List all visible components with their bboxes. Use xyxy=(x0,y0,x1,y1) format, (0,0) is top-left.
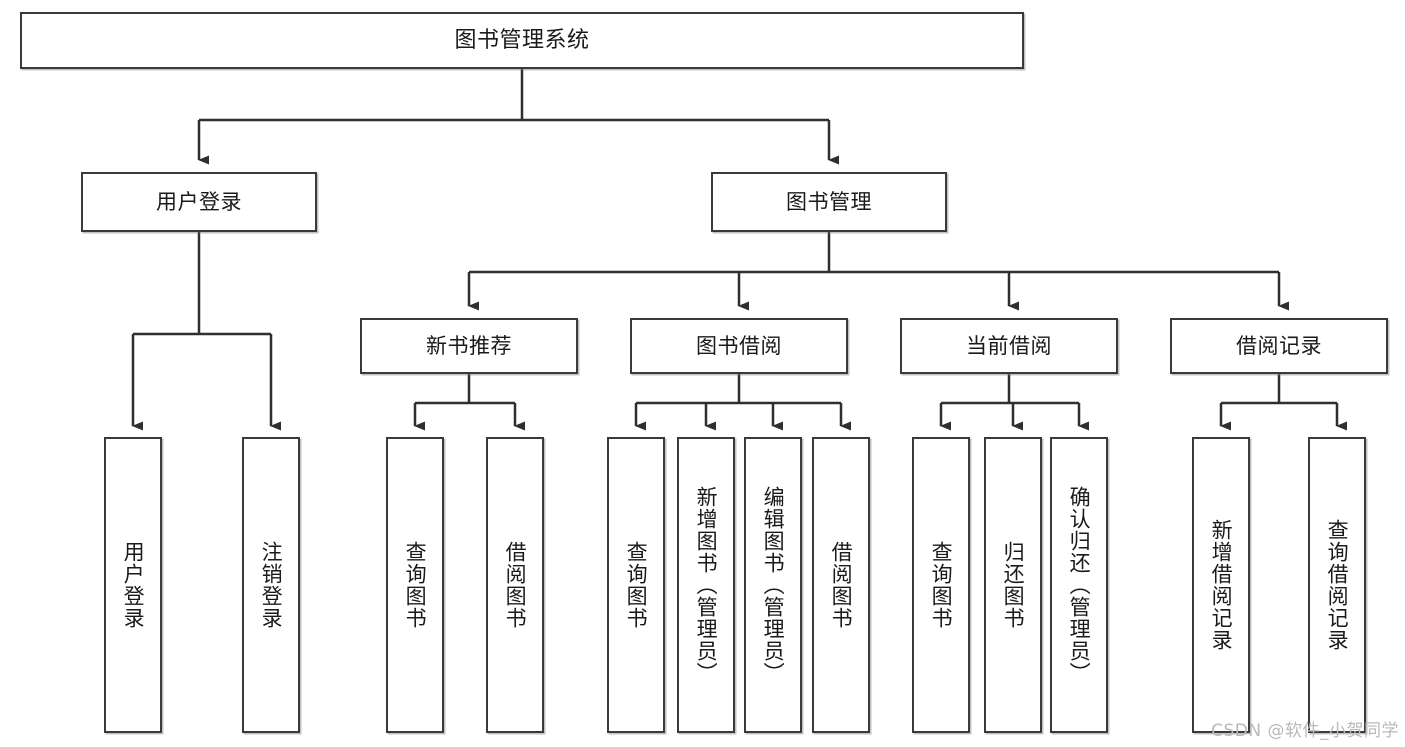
node-label-borrow-record: 借阅记录 xyxy=(1236,333,1322,358)
node-book-manage[interactable]: 图书管理 xyxy=(711,172,947,232)
node-label-new-book-rec: 新书推荐 xyxy=(426,333,512,358)
node-leaf-borrow-book-2[interactable]: 借阅图书 xyxy=(812,437,870,733)
node-label-user-login: 用户登录 xyxy=(156,189,242,214)
node-label-leaf-query-book-1: 查询图书 xyxy=(403,541,428,629)
node-label-book-manage: 图书管理 xyxy=(786,189,872,214)
node-leaf-query-book-1[interactable]: 查询图书 xyxy=(386,437,444,733)
node-label-root: 图书管理系统 xyxy=(454,27,590,53)
node-leaf-confirm-return[interactable]: 确认归还（管理员） xyxy=(1050,437,1108,733)
node-book-borrow[interactable]: 图书借阅 xyxy=(630,318,848,374)
node-label-book-borrow: 图书借阅 xyxy=(696,333,782,358)
node-leaf-add-record[interactable]: 新增借阅记录 xyxy=(1192,437,1250,733)
node-leaf-query-book-2[interactable]: 查询图书 xyxy=(607,437,665,733)
node-leaf-borrow-book-1[interactable]: 借阅图书 xyxy=(486,437,544,733)
watermark-text: CSDN @软件_小贺同学 xyxy=(1211,721,1399,741)
node-borrow-record[interactable]: 借阅记录 xyxy=(1170,318,1388,374)
node-leaf-return-book[interactable]: 归还图书 xyxy=(984,437,1042,733)
node-label-leaf-confirm-return: 确认归还（管理员） xyxy=(1067,486,1092,684)
node-label-leaf-edit-book: 编辑图书（管理员） xyxy=(761,486,786,684)
node-leaf-user-login[interactable]: 用户登录 xyxy=(104,437,162,733)
node-label-leaf-query-book-2: 查询图书 xyxy=(624,541,649,629)
node-label-leaf-borrow-book-2: 借阅图书 xyxy=(829,541,854,629)
node-new-book-rec[interactable]: 新书推荐 xyxy=(360,318,578,374)
node-label-leaf-user-login: 用户登录 xyxy=(121,541,146,629)
node-label-leaf-return-book: 归还图书 xyxy=(1001,541,1026,629)
node-label-leaf-borrow-book-1: 借阅图书 xyxy=(503,541,528,629)
node-leaf-add-book[interactable]: 新增图书（管理员） xyxy=(677,437,735,733)
node-root-system[interactable]: 图书管理系统 xyxy=(20,12,1024,69)
node-leaf-edit-book[interactable]: 编辑图书（管理员） xyxy=(744,437,802,733)
node-label-leaf-query-record: 查询借阅记录 xyxy=(1325,519,1350,651)
node-leaf-query-record[interactable]: 查询借阅记录 xyxy=(1308,437,1366,733)
node-label-leaf-add-record: 新增借阅记录 xyxy=(1209,519,1234,651)
node-label-leaf-query-book-3: 查询图书 xyxy=(929,541,954,629)
node-leaf-query-book-3[interactable]: 查询图书 xyxy=(912,437,970,733)
node-current-borrow[interactable]: 当前借阅 xyxy=(900,318,1118,374)
node-leaf-logout[interactable]: 注销登录 xyxy=(242,437,300,733)
node-user-login[interactable]: 用户登录 xyxy=(81,172,317,232)
node-label-leaf-add-book: 新增图书（管理员） xyxy=(694,486,719,684)
node-label-current-borrow: 当前借阅 xyxy=(966,333,1052,358)
node-label-leaf-logout: 注销登录 xyxy=(259,541,284,629)
